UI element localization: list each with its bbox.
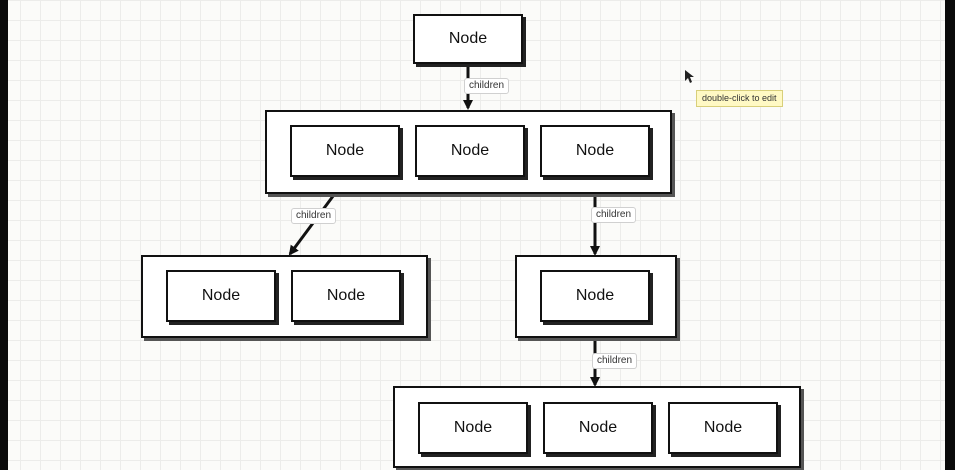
left-group-node-1[interactable]: Node xyxy=(166,270,276,322)
edit-tooltip: double-click to edit xyxy=(696,90,783,107)
edge-label-right-children[interactable]: children xyxy=(591,207,637,223)
right-group-node-1[interactable]: Node xyxy=(540,270,650,322)
left-group-node-2[interactable]: Node xyxy=(291,270,401,322)
edge-label-left-children[interactable]: children xyxy=(291,208,337,224)
cursor-icon xyxy=(685,70,694,83)
level1-node-2[interactable]: Node xyxy=(415,125,525,177)
bottom-group-node-3[interactable]: Node xyxy=(668,402,778,454)
edge-label-root-children[interactable]: children xyxy=(464,78,510,94)
level1-node-3[interactable]: Node xyxy=(540,125,650,177)
right-frame-edge xyxy=(945,0,955,470)
bottom-group-node-1[interactable]: Node xyxy=(418,402,528,454)
left-frame-edge xyxy=(0,0,8,470)
edge-label-bottom-children[interactable]: children xyxy=(592,353,638,369)
bottom-group-node-2[interactable]: Node xyxy=(543,402,653,454)
root-node[interactable]: Node xyxy=(413,14,523,64)
level1-node-1[interactable]: Node xyxy=(290,125,400,177)
